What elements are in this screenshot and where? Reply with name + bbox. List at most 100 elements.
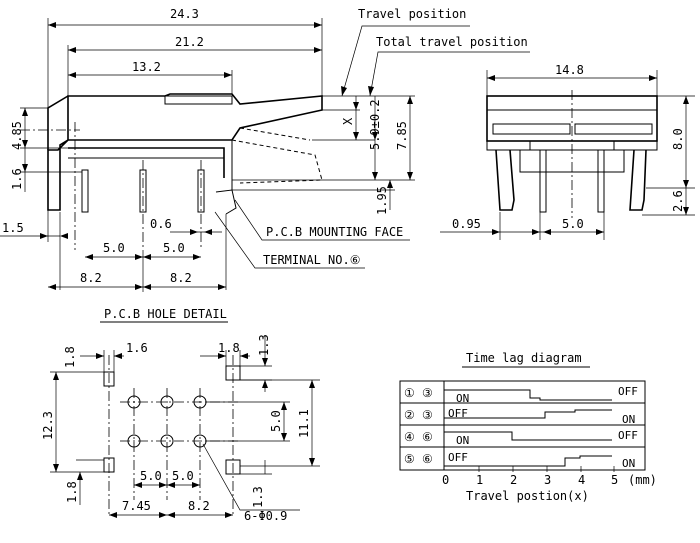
dim-5-0-a: 5.0 — [103, 241, 125, 255]
arrow — [492, 229, 500, 235]
front-window-right — [574, 123, 653, 135]
dim-1-95: 1.95 — [375, 186, 389, 215]
arrow — [68, 47, 76, 53]
tick-label: 1 — [476, 473, 483, 487]
tick-label: 2 — [510, 473, 517, 487]
pcb-hole-detail: P.C.B HOLE DETAIL 1.6 1.8 — [41, 307, 320, 523]
arrow — [77, 472, 83, 480]
time-lag-diagram: Time lag diagram ① ③ ② ③ ④ ⑥ ⑤ ⑥ ON OFF … — [399, 351, 657, 503]
dim-1-5: 1.5 — [2, 221, 24, 235]
arrow — [114, 353, 122, 359]
arrow — [314, 47, 322, 53]
side-view: 24.3 21.2 13.2 4.85 1.6 X 5.9±0.2 — [0, 7, 530, 292]
arrow — [167, 512, 175, 518]
arrow — [224, 72, 232, 78]
arrow — [68, 72, 76, 78]
dim-0-95: 0.95 — [452, 217, 481, 231]
row-right-state: ON — [622, 413, 635, 426]
arrow — [135, 254, 143, 260]
arrow — [143, 254, 151, 260]
dim-8-2: 8.2 — [188, 499, 210, 513]
pcb-mounting-face-label: P.C.B MOUNTING FACE — [266, 225, 403, 239]
dim-1-8-right: 1.8 — [218, 341, 240, 355]
arrow — [372, 132, 378, 140]
pcb-hole-detail-title: P.C.B HOLE DETAIL — [104, 307, 227, 321]
arrow — [204, 229, 212, 235]
arrow — [22, 164, 28, 172]
dim-8-2-a: 8.2 — [80, 271, 102, 285]
waveform-row-4 — [444, 455, 612, 467]
arrow — [134, 482, 142, 488]
actuator-slot — [164, 95, 233, 105]
pcb-mounting-leader — [234, 199, 410, 241]
tick-label: 5 — [611, 473, 618, 487]
arrow — [683, 180, 689, 188]
dim-1-8-bottom: 1.8 — [65, 481, 79, 503]
row-right-state: OFF — [618, 385, 638, 398]
dim-1-3-bottom: 1.3 — [251, 486, 265, 508]
arrow — [407, 172, 413, 180]
arrow — [85, 254, 93, 260]
dim-8-0: 8.0 — [671, 128, 685, 150]
front-view: 14.8 8.0 2.6 0.95 5.0 — [440, 63, 695, 240]
row-left-state: OFF — [448, 407, 468, 420]
dim-7-45: 7.45 — [122, 499, 151, 513]
travel-position-leader — [341, 25, 470, 97]
arrow — [262, 380, 268, 388]
arrow — [309, 380, 315, 388]
dim-1-8-top: 1.8 — [63, 346, 77, 368]
arrow — [281, 402, 287, 410]
arrow — [683, 207, 689, 215]
front-window-left — [492, 123, 571, 135]
arrow — [387, 180, 393, 188]
arrow — [192, 482, 200, 488]
base-outline — [68, 147, 225, 178]
arrow — [487, 75, 495, 81]
dim-5-0-a: 5.0 — [140, 469, 162, 483]
arrow — [60, 233, 68, 239]
arrow — [240, 353, 248, 359]
hole-callout: 6-Φ0.9 — [244, 509, 287, 523]
arrow — [341, 86, 347, 96]
front-base-marks — [529, 141, 615, 150]
dim-7-85: 7.85 — [395, 121, 409, 150]
arrow — [309, 458, 315, 466]
dim-14-8: 14.8 — [555, 63, 584, 77]
arrow — [407, 96, 413, 104]
dim-5-0-v: 5.0 — [269, 410, 283, 432]
row-left-state: OFF — [448, 451, 468, 464]
row-right-state: OFF — [618, 429, 638, 442]
row-terminals: ② ③ — [404, 408, 433, 422]
axis-label: Travel postion(x) — [466, 489, 589, 503]
arrow — [218, 284, 226, 290]
row-left-state: ON — [456, 392, 469, 405]
arrow — [532, 229, 540, 235]
dim-24-3: 24.3 — [170, 7, 199, 21]
actuator-travel-dashed — [239, 127, 311, 141]
arrow — [281, 433, 287, 441]
arrow — [109, 512, 117, 518]
dim-5-0-b: 5.0 — [163, 241, 185, 255]
dim-1-6: 1.6 — [126, 341, 148, 355]
waveform-row-2 — [444, 409, 612, 419]
dim-13-2: 13.2 — [132, 60, 161, 74]
arrow — [159, 482, 167, 488]
dim-12-3: 12.3 — [41, 411, 55, 440]
switch-body-outline — [47, 93, 323, 211]
arrow — [22, 140, 28, 148]
arrow — [543, 229, 551, 235]
arrow — [143, 284, 151, 290]
arrow — [167, 482, 175, 488]
time-lag-title: Time lag diagram — [466, 351, 582, 365]
terminal-leader — [214, 211, 365, 269]
arrow — [159, 512, 167, 518]
total-travel-position-label: Total travel position — [376, 35, 528, 49]
arrow — [40, 233, 48, 239]
front-leg-left — [495, 149, 515, 211]
terminal-pin — [81, 169, 89, 213]
tick-label: 4 — [578, 473, 585, 487]
dim-0-6: 0.6 — [150, 217, 172, 231]
axis-ticks — [478, 466, 615, 472]
total-travel-leader — [369, 51, 530, 97]
